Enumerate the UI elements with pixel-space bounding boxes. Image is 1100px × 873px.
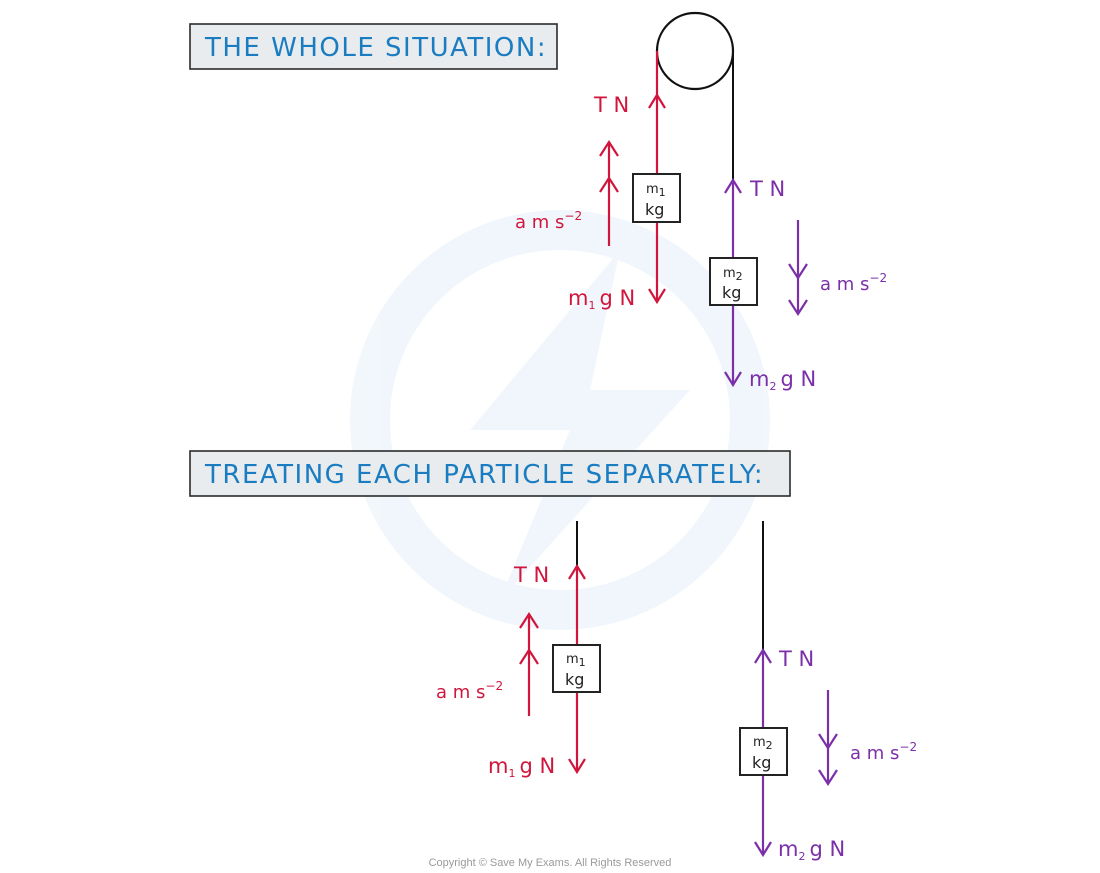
pulley-wheel-icon — [655, 11, 735, 91]
arrow-head-down-icon — [648, 288, 666, 305]
mass-box-2-bottom — [739, 727, 788, 776]
mass-unit: kg — [722, 283, 741, 302]
arrow-head-down-icon — [724, 371, 742, 388]
copyright-notice: Copyright © Save My Exams. All Rights Re… — [429, 857, 672, 869]
heading-text: THE WHOLE SITUATION: — [204, 33, 547, 63]
arrow-head-up-icon — [724, 177, 742, 194]
mass-label-top: m2 — [723, 266, 743, 283]
mass-box-1-bottom — [552, 644, 601, 693]
accel-label-2-bottom: a m s−2 — [850, 740, 917, 764]
mass-box-1-top — [632, 173, 681, 223]
accel-label-1-bottom: a m s−2 — [436, 679, 503, 703]
mass-unit: kg — [565, 670, 584, 689]
heading-box — [189, 23, 558, 70]
arrow-head-down-icon — [818, 769, 838, 787]
heading-box — [189, 450, 791, 497]
watermark-logo — [350, 210, 770, 630]
tension-label-2-top: T N — [749, 177, 785, 201]
mass-label-top: m2 — [753, 735, 773, 752]
heading-separate: TREATING EACH PARTICLE SEPARATELY: — [189, 450, 791, 497]
tension-label-1-top: T N — [593, 93, 629, 117]
accel-label-2-top: a m s−2 — [820, 271, 887, 295]
arrow-head-down-icon — [788, 263, 808, 281]
mass-unit: kg — [645, 200, 664, 219]
tension-label-2-bottom: T N — [778, 647, 814, 671]
arrow-head-down-icon — [754, 841, 772, 858]
arrow-head-down-icon — [818, 733, 838, 751]
pulley — [655, 11, 735, 91]
arrow-head-down-icon — [788, 299, 808, 317]
arrow-head-up-icon — [648, 92, 666, 109]
heading-text: TREATING EACH PARTICLE SEPARATELY: — [204, 460, 764, 490]
arrow-head-down-icon — [568, 758, 586, 775]
mass-box-2-top — [709, 257, 758, 306]
accel-label-1-top: a m s−2 — [515, 209, 582, 233]
arrow-head-up-icon — [519, 647, 539, 665]
mass-label-top: m1 — [566, 652, 586, 669]
arrow-head-up-icon — [568, 563, 586, 580]
arrow-head-up-icon — [599, 139, 619, 157]
arrow-head-up-icon — [519, 611, 539, 629]
arrow-head-up-icon — [754, 647, 772, 664]
tension-label-1-bottom: T N — [513, 563, 549, 587]
heading-whole-situation: THE WHOLE SITUATION: — [189, 23, 558, 70]
arrow-head-up-icon — [599, 175, 619, 193]
mass-label-top: m1 — [646, 182, 666, 199]
mass-unit: kg — [752, 753, 771, 772]
